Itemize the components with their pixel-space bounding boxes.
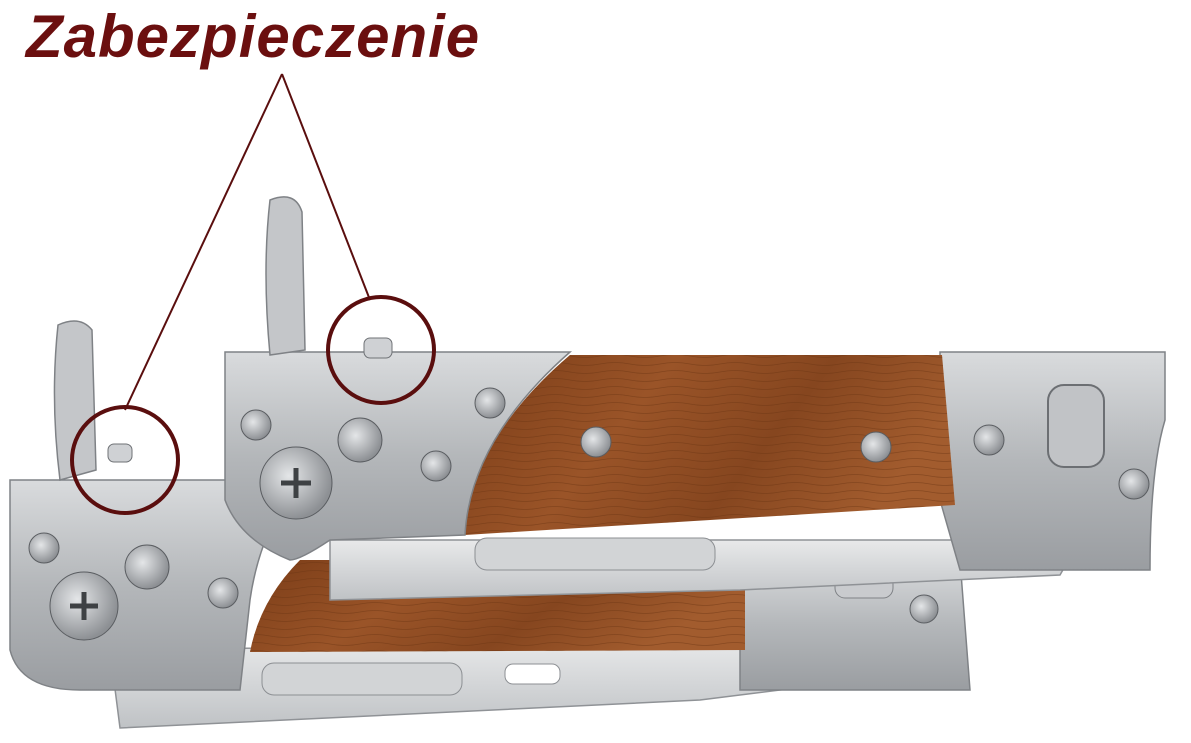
callout-line-right xyxy=(281,73,371,301)
front-knife xyxy=(224,196,1166,601)
callout-circle-left xyxy=(70,405,180,515)
safety-callouts xyxy=(70,73,436,515)
callout-circle-right xyxy=(326,295,436,405)
callout-line-left xyxy=(124,73,283,411)
safety-label: Zabezpieczenie xyxy=(26,3,481,70)
